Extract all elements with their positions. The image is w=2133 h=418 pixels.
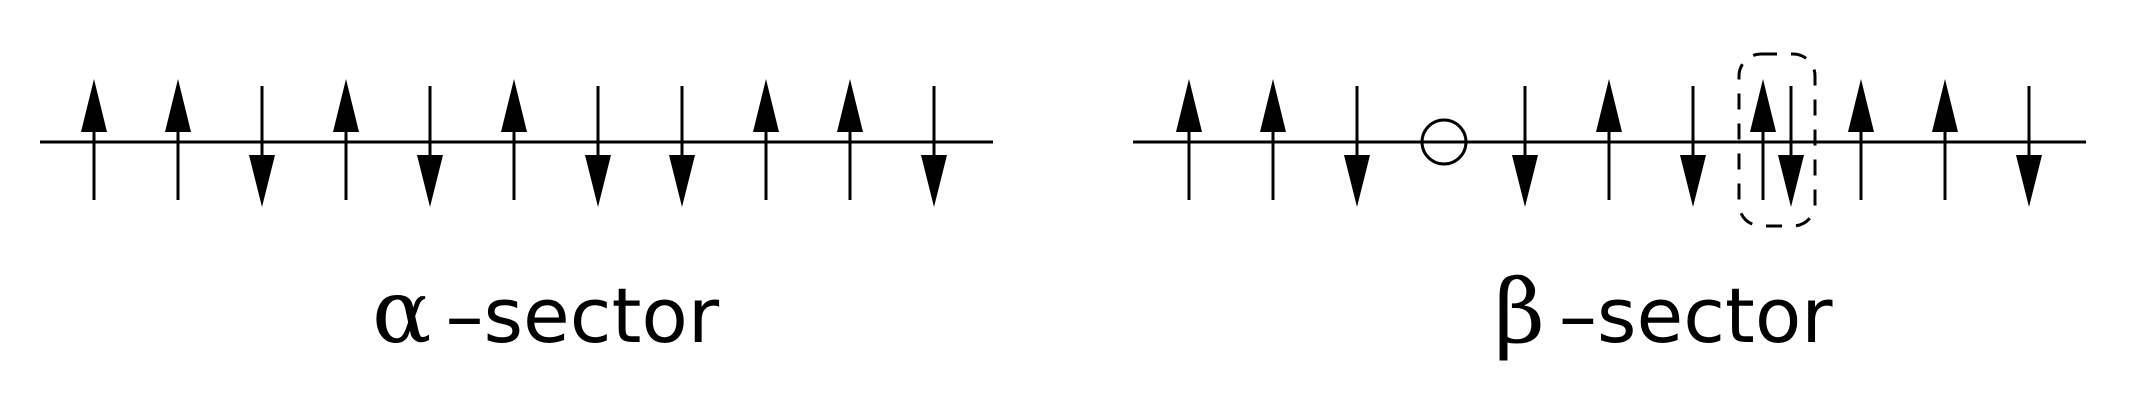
- beta-sector-caption: β–sector: [1494, 262, 1833, 362]
- spin-down-arrow: [921, 86, 947, 207]
- spin-down-arrow: [1512, 86, 1538, 207]
- spin-down-arrow: [1778, 86, 1804, 207]
- alpha-symbol: α: [372, 260, 432, 363]
- spin-up-arrow: [1176, 79, 1202, 200]
- dashed-pair-highlight-box: [1737, 52, 1817, 228]
- beta-sector-label: –sector: [1558, 271, 1833, 360]
- spin-up-arrow: [1932, 79, 1958, 200]
- spin-up-arrow: [333, 79, 359, 200]
- alpha-sector-label: –sector: [445, 271, 720, 360]
- hole-site-circle: [1420, 118, 1468, 166]
- spin-down-arrow: [669, 86, 695, 207]
- spin-up-arrow: [1260, 79, 1286, 200]
- alpha-sector-caption: α–sector: [372, 262, 719, 362]
- spin-up-arrow: [1596, 79, 1622, 200]
- beta-sector-chain: [1133, 52, 2086, 228]
- spin-up-arrow: [753, 79, 779, 200]
- spin-up-arrow: [501, 79, 527, 200]
- spin-up-arrow: [837, 79, 863, 200]
- beta-symbol: β: [1494, 260, 1545, 363]
- spin-up-arrow: [81, 79, 107, 200]
- spin-up-arrow: [1848, 79, 1874, 200]
- spin-down-arrow: [1680, 86, 1706, 207]
- spin-down-arrow: [417, 86, 443, 207]
- spin-down-arrow: [1344, 86, 1370, 207]
- spin-up-arrow: [165, 79, 191, 200]
- alpha-sector-chain: [40, 79, 993, 207]
- spin-down-arrow: [249, 86, 275, 207]
- spin-up-arrow: [1750, 79, 1776, 200]
- spin-down-arrow: [585, 86, 611, 207]
- spin-down-arrow: [2016, 86, 2042, 207]
